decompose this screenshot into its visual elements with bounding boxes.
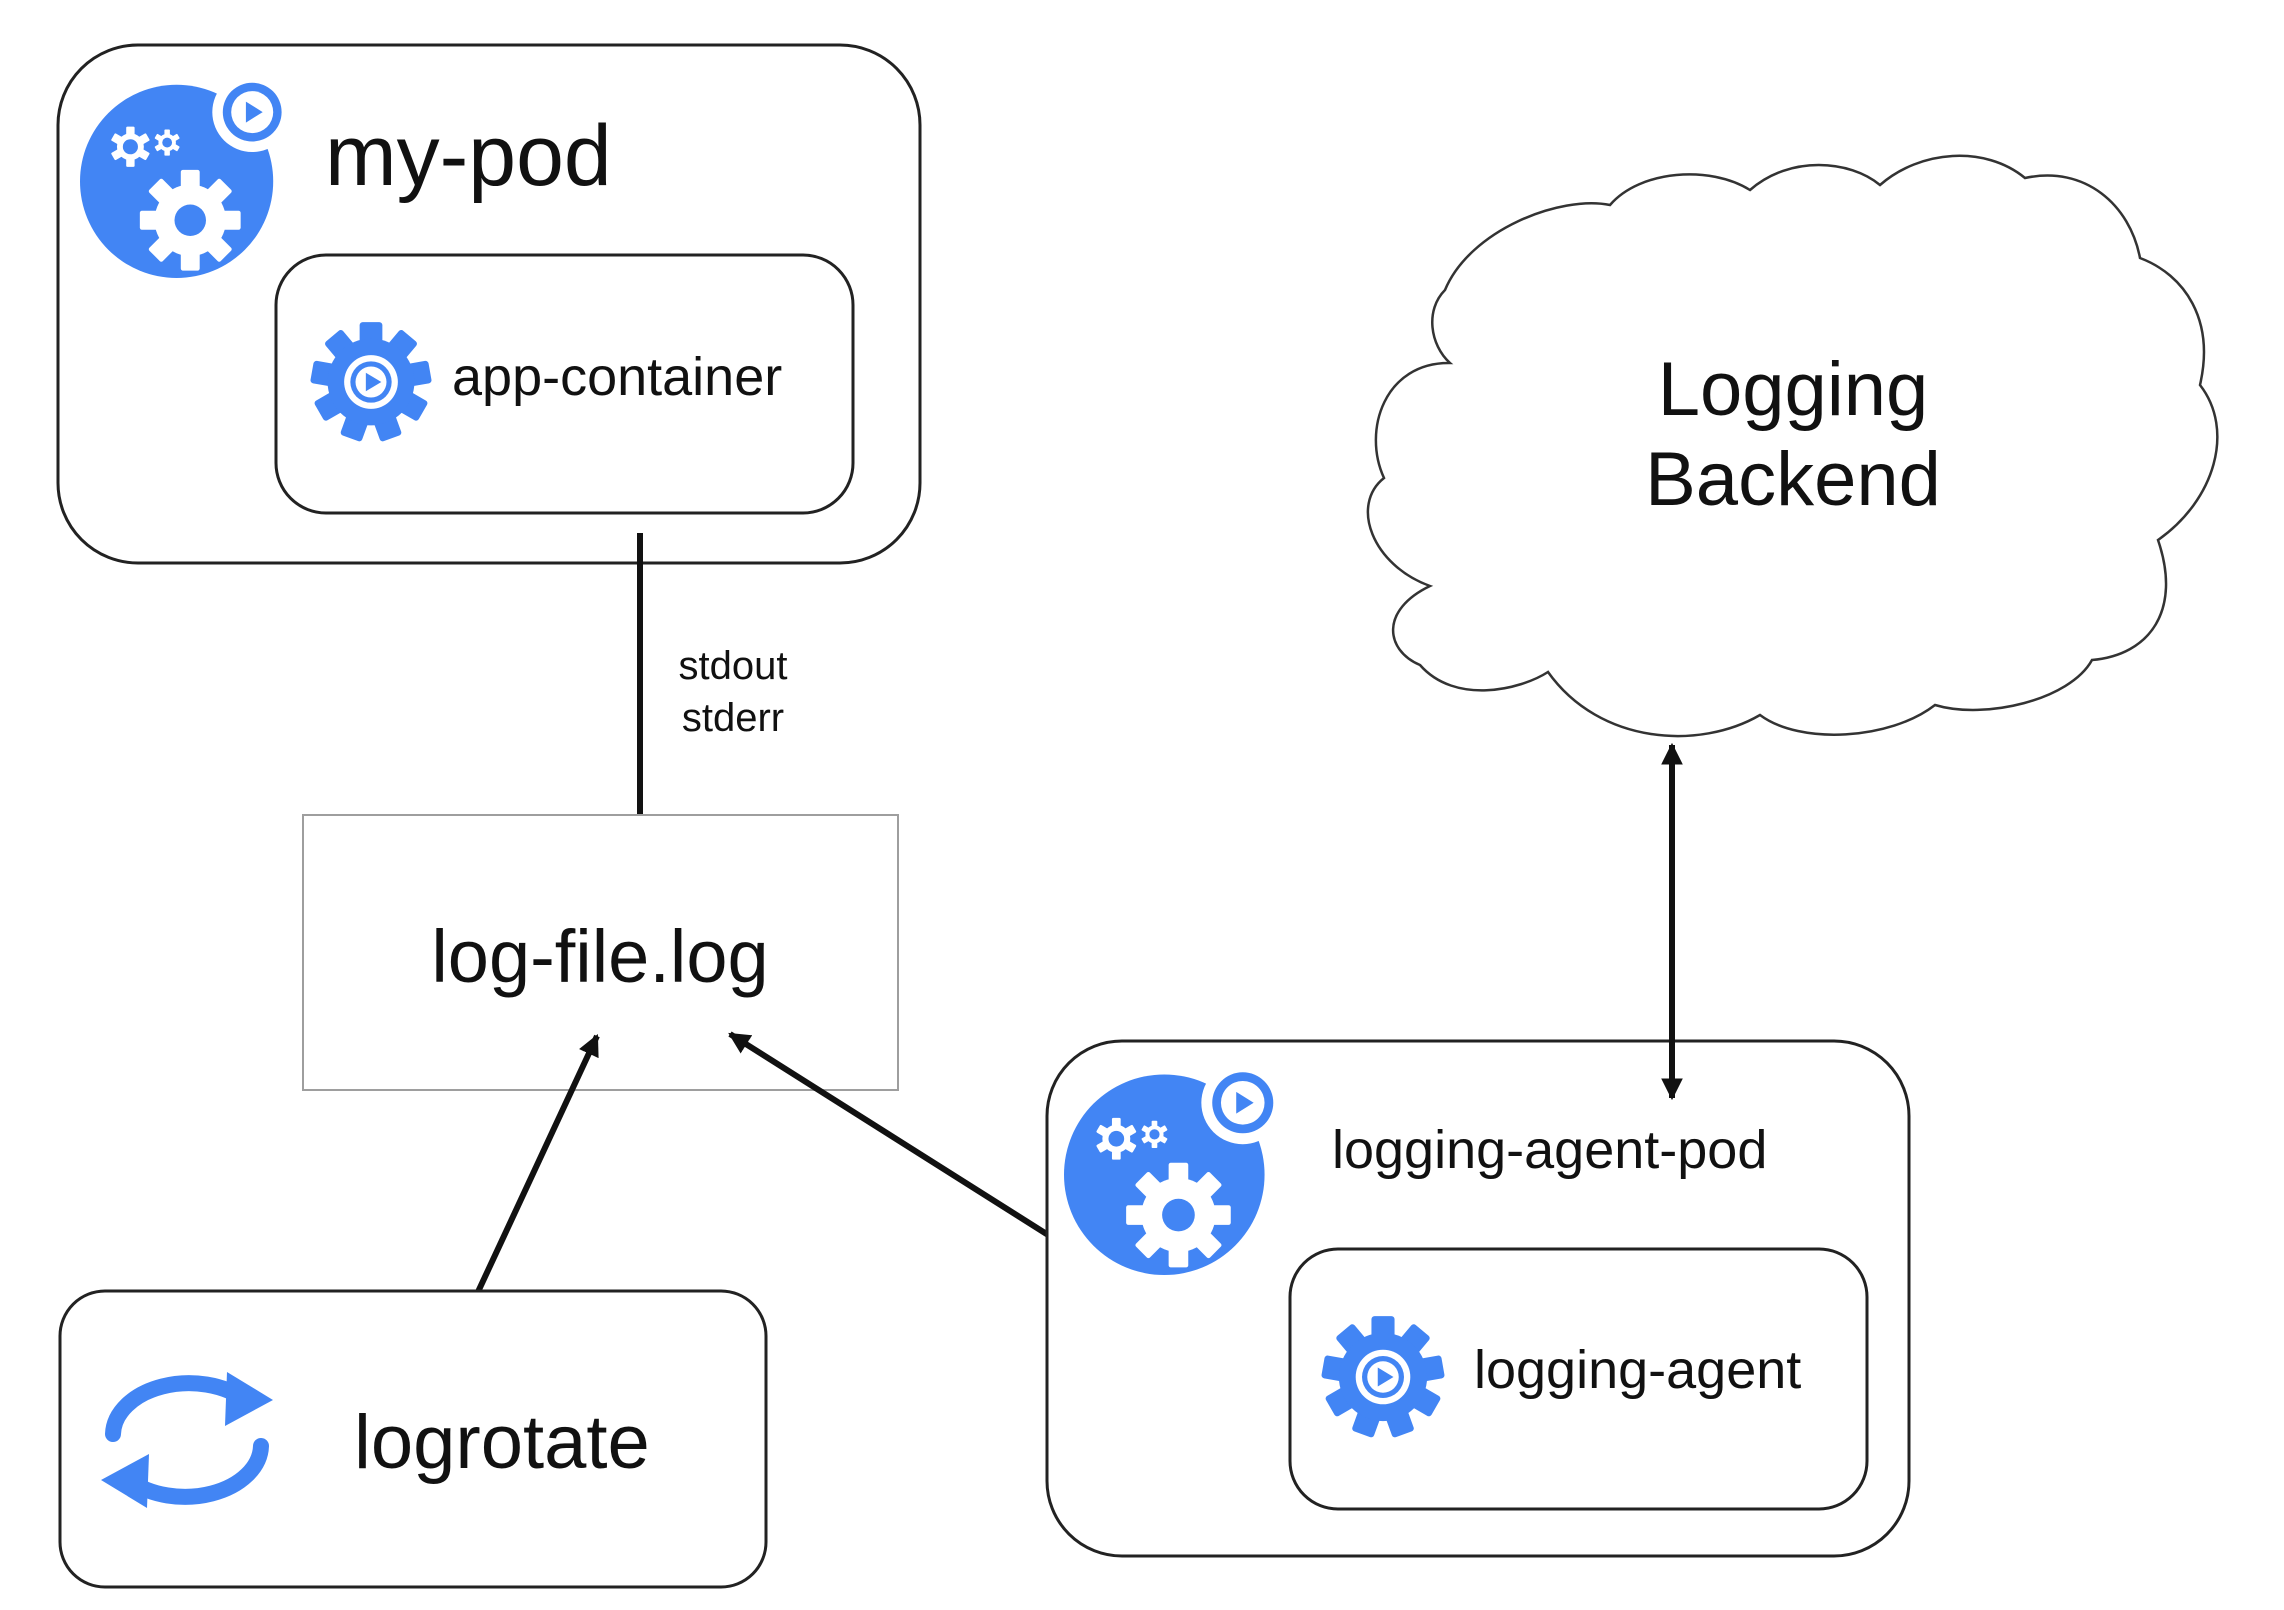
logging-agent-pod-title: logging-agent-pod	[1332, 1120, 1767, 1180]
app-container-border	[274, 253, 855, 515]
logging-backend-line2: Backend	[1645, 437, 1941, 522]
stream-arrow: stdout stderr	[629, 533, 788, 876]
log-file-label: log-file.log	[431, 915, 768, 998]
my-pod-title: my-pod	[325, 108, 612, 204]
logging-agent-label: logging-agent	[1474, 1340, 1801, 1400]
logrotate-border	[58, 1289, 768, 1589]
logging-agent-container-border	[1288, 1247, 1869, 1511]
stdout-label: stdout	[679, 644, 788, 688]
logging-backend-line1: Logging	[1658, 347, 1929, 432]
stderr-label: stderr	[682, 696, 784, 740]
app-container-label: app-container	[452, 347, 782, 407]
my-pod: my-pod app-container	[56, 43, 922, 565]
logrotate-box: logrotate	[58, 1289, 768, 1589]
logging-agent-container: logging-agent	[1288, 1247, 1869, 1511]
app-container: app-container	[274, 253, 855, 515]
logging-backend: Logging Backend	[1366, 154, 2219, 738]
log-file: log-file.log	[302, 814, 899, 1091]
cloud-icon	[1366, 154, 2219, 738]
log-file-border	[302, 814, 899, 1091]
rotate-arrows-icon	[101, 1372, 273, 1508]
logrotate-label: logrotate	[354, 1400, 650, 1485]
logging-agent-pod: logging-agent-pod logging-agent	[1045, 1039, 1911, 1558]
